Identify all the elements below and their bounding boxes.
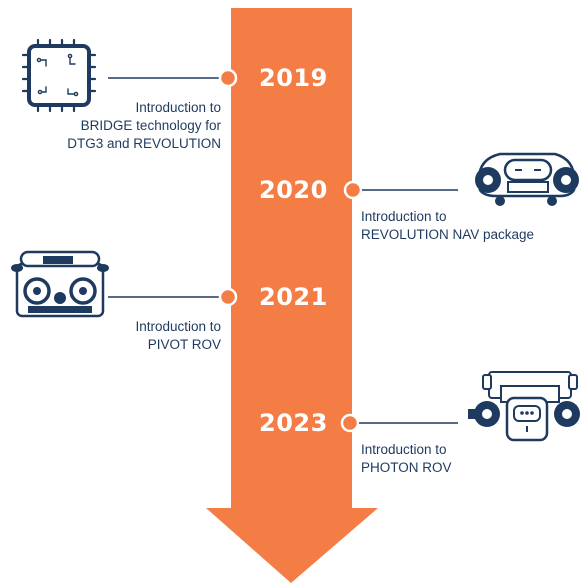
milestone-2021-line-2: PIVOT ROV [147, 337, 221, 352]
year-label-2023: 2023 [259, 409, 328, 437]
milestone-2019-line-1: Introduction to [135, 100, 221, 115]
milestone-2020-line-2: REVOLUTION NAV package [361, 227, 535, 242]
milestone-2019-description: Introduction to BRIDGE technology for DT… [67, 99, 221, 153]
circuit-chip-icon [21, 38, 97, 113]
pivot-rov-icon [11, 250, 109, 318]
milestone-2019-line-3: DTG3 and REVOLUTION [67, 136, 221, 151]
milestone-2023-description: Introduction to PHOTON ROV [361, 441, 452, 477]
connector-2020 [343, 180, 458, 200]
milestone-2021-description: Introduction to PIVOT ROV [135, 318, 221, 354]
milestone-2019-line-2: BRIDGE technology for [80, 118, 221, 133]
connector-2023 [340, 413, 458, 433]
revolution-rov-icon [475, 152, 579, 206]
year-label-2020: 2020 [259, 176, 328, 204]
milestone-2023-line-2: PHOTON ROV [361, 460, 452, 475]
year-label-2019: 2019 [259, 64, 328, 92]
milestone-2020-description: Introduction to REVOLUTION NAV package [361, 208, 534, 244]
photon-rov-icon [468, 371, 580, 442]
milestone-2023-line-1: Introduction to [361, 442, 447, 457]
milestone-2020-line-1: Introduction to [361, 209, 447, 224]
milestone-2021-line-1: Introduction to [135, 319, 221, 334]
year-label-2021: 2021 [259, 283, 328, 311]
timeline-arrow [206, 8, 378, 583]
connector-2019 [108, 68, 238, 88]
connector-2021 [108, 287, 238, 307]
